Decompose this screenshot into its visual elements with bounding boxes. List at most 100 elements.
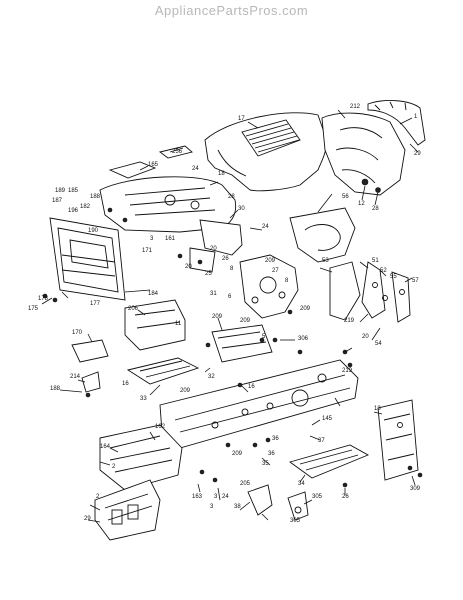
callout: 5 bbox=[262, 334, 266, 340]
callout: 24 bbox=[192, 166, 199, 172]
callout: 1 bbox=[414, 114, 418, 120]
site-header: AppliancePartsPros.com bbox=[0, 0, 463, 22]
callout: 214 bbox=[70, 374, 81, 380]
dash-part[interactable] bbox=[99, 176, 237, 233]
callout: 3 bbox=[210, 504, 214, 510]
callout: 36 bbox=[268, 451, 275, 457]
callout: 309 bbox=[410, 486, 421, 492]
callout: 209 bbox=[265, 258, 276, 264]
callout: 209 bbox=[240, 318, 251, 324]
callout: 28 bbox=[228, 194, 235, 200]
callout: 13 bbox=[374, 406, 381, 412]
callout: 25 bbox=[205, 271, 212, 277]
callout: 26 bbox=[222, 256, 229, 262]
callout: 205 bbox=[240, 481, 251, 487]
hood-part[interactable] bbox=[204, 112, 327, 192]
callout: 53 bbox=[322, 258, 329, 264]
callout: 8 bbox=[230, 266, 234, 272]
callout: 209 bbox=[180, 388, 191, 394]
callout: 17 bbox=[238, 116, 245, 122]
callout: 8 bbox=[285, 278, 289, 284]
callout: 219 bbox=[342, 368, 353, 374]
callout: 209 bbox=[212, 314, 223, 320]
callout: 305 bbox=[312, 494, 323, 500]
grille-insert-part[interactable] bbox=[108, 145, 193, 179]
callout: 209 bbox=[232, 451, 243, 457]
callout: 256 bbox=[172, 149, 183, 155]
callout: 2 bbox=[96, 494, 100, 500]
guard-part[interactable] bbox=[71, 339, 109, 393]
callout: 29 bbox=[414, 151, 421, 157]
callout: 36 bbox=[272, 436, 279, 442]
callout: 145 bbox=[322, 416, 333, 422]
callout: 20 bbox=[185, 264, 192, 270]
callout: 32 bbox=[208, 374, 215, 380]
callout: 11 bbox=[175, 321, 182, 327]
footrest-part[interactable] bbox=[126, 357, 200, 385]
callout: 20 bbox=[210, 246, 217, 252]
callout: 175 bbox=[28, 306, 39, 312]
support-plate-part[interactable] bbox=[124, 299, 186, 351]
leader-lines bbox=[41, 109, 419, 523]
callout: 37 bbox=[318, 438, 325, 444]
callout: 212 bbox=[350, 104, 361, 110]
callout: 188 bbox=[90, 194, 101, 200]
lower-bracket-part[interactable] bbox=[247, 484, 309, 521]
callout: 189 bbox=[55, 188, 66, 194]
front-frame-part[interactable] bbox=[94, 424, 183, 541]
callout: 305 bbox=[290, 518, 301, 524]
callout: 12 bbox=[358, 201, 365, 207]
callout: 206 bbox=[128, 306, 139, 312]
callout: 35 bbox=[262, 461, 269, 467]
rear-panel-part[interactable] bbox=[377, 399, 419, 481]
callout: 185 bbox=[68, 188, 79, 194]
callout: 161 bbox=[165, 236, 176, 242]
callout: 57 bbox=[412, 278, 419, 284]
callout: 178 bbox=[38, 296, 49, 302]
dash-panel-part[interactable] bbox=[239, 254, 299, 319]
callout: 34 bbox=[298, 481, 305, 487]
callout: 51 bbox=[372, 258, 379, 264]
callout: 190 bbox=[88, 228, 99, 234]
callout: 209 bbox=[300, 306, 311, 312]
callout: 2 bbox=[112, 464, 116, 470]
callout: 177 bbox=[90, 301, 101, 307]
front-panel-part[interactable] bbox=[49, 217, 126, 301]
callout: 18 bbox=[218, 171, 225, 177]
callout: 28 bbox=[372, 206, 379, 212]
deflector-part[interactable] bbox=[289, 207, 356, 263]
callout: 165 bbox=[148, 162, 159, 168]
running-board-part[interactable] bbox=[288, 444, 370, 479]
site-title: AppliancePartsPros.com bbox=[154, 3, 309, 18]
callout: 6 bbox=[228, 294, 232, 300]
callout: 26 bbox=[342, 494, 349, 500]
side-bracket-part[interactable] bbox=[329, 261, 411, 323]
callout: 24 bbox=[262, 224, 269, 230]
callout: 164 bbox=[100, 444, 111, 450]
callout: 187 bbox=[52, 198, 63, 204]
callout: 24 bbox=[222, 494, 229, 500]
callout: 33 bbox=[140, 396, 147, 402]
grille-part[interactable] bbox=[321, 100, 426, 196]
battery-tray-part[interactable] bbox=[211, 324, 273, 363]
callout: 52 bbox=[380, 268, 387, 274]
fender-bracket-part[interactable] bbox=[189, 219, 243, 273]
callout: 182 bbox=[80, 204, 91, 210]
callout: 30 bbox=[238, 206, 245, 212]
callout: 38 bbox=[234, 504, 241, 510]
callout: 16 bbox=[122, 381, 129, 387]
callout: 188 bbox=[50, 386, 61, 392]
fasteners bbox=[42, 178, 423, 488]
frame-part[interactable] bbox=[159, 359, 359, 449]
callout: 170 bbox=[72, 330, 83, 336]
callout: 306 bbox=[298, 336, 309, 342]
callout: 163 bbox=[192, 494, 203, 500]
callout: 31 bbox=[210, 291, 217, 297]
callout: 3 bbox=[214, 494, 218, 500]
callout-labels: 256 165 17 212 1 29 24 18 12 28 189 185 … bbox=[28, 104, 421, 524]
callout: 184 bbox=[148, 291, 159, 297]
callout: 219 bbox=[344, 318, 355, 324]
callout: 3 bbox=[150, 236, 154, 242]
callout: 171 bbox=[142, 248, 153, 254]
